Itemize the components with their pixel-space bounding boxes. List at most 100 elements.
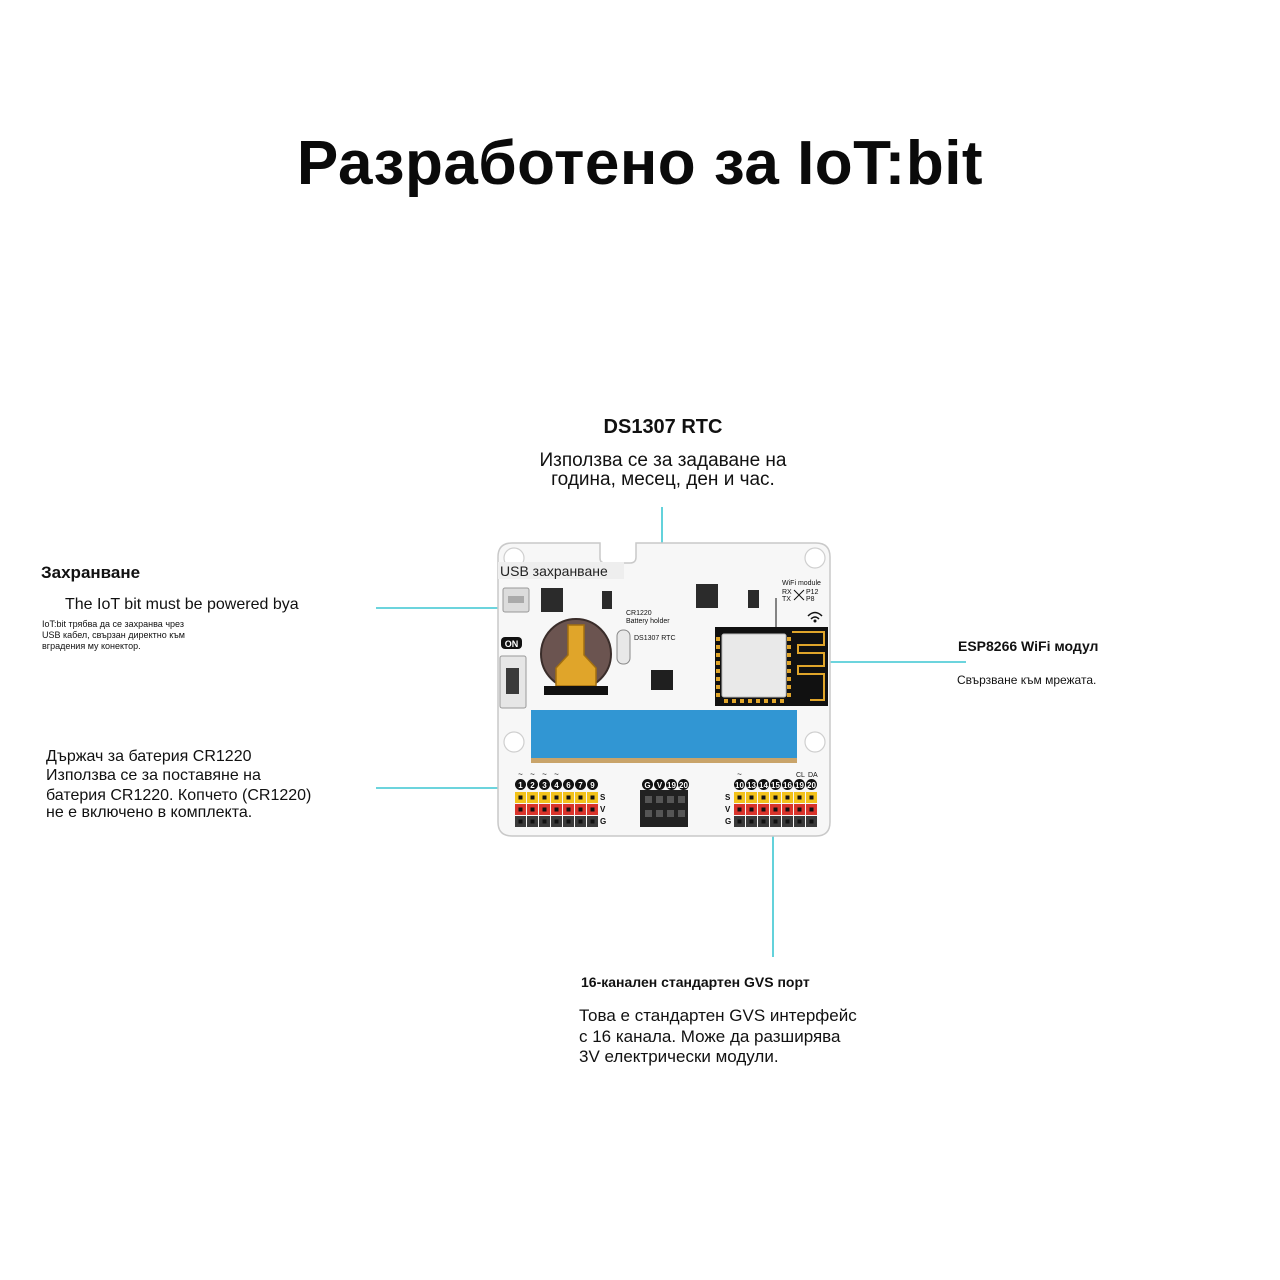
pin-hole <box>737 795 742 800</box>
power-switch-knob <box>506 668 519 694</box>
p12-label: P12 <box>806 589 819 596</box>
p8-label: P8 <box>806 596 815 603</box>
pin-hole <box>590 819 595 824</box>
pin-hole <box>542 807 547 812</box>
pin-number-label: 20 <box>807 781 816 790</box>
pin-hole <box>530 807 535 812</box>
pin-hole <box>566 819 571 824</box>
header-socket[interactable] <box>678 796 685 803</box>
ic-chip <box>748 590 759 608</box>
pin-hole <box>761 807 766 812</box>
header-socket[interactable] <box>656 796 663 803</box>
battery-desc-4: не е включено в комплекта. <box>46 804 253 821</box>
ic-chip <box>696 584 718 608</box>
pin-number-badge <box>734 779 745 790</box>
rtc-heading: DS1307 RTC <box>603 416 723 438</box>
battery-holder-label-1: CR1220 <box>626 610 652 617</box>
cl-label: CL <box>796 772 805 779</box>
esp-pad <box>716 685 720 689</box>
rtc-desc-2: година, месец, ден и час. <box>551 469 775 490</box>
pin-number-badge <box>746 779 757 790</box>
wifi-desc: Свързване към мрежата. <box>957 673 1097 687</box>
pin-number-badge <box>758 779 769 790</box>
row-label: G <box>725 817 731 826</box>
header-socket[interactable] <box>678 810 685 817</box>
ic-chip <box>541 588 563 612</box>
power-desc-3: вградения му конектор. <box>42 641 141 651</box>
header-socket[interactable] <box>645 796 652 803</box>
esp-pad <box>716 661 720 665</box>
pin-hole <box>542 795 547 800</box>
pwm-tilde: ~ <box>542 770 547 779</box>
row-label: V <box>725 805 731 814</box>
pin-number-label: 20 <box>679 781 688 790</box>
power-desc-2: USB кабел, свързан директно към <box>42 630 185 640</box>
esp-pad <box>787 685 791 689</box>
pwm-tilde: ~ <box>518 770 523 779</box>
gvs-desc-2: с 16 канала. Може да разширява <box>579 1027 841 1046</box>
pin-number-label: 4 <box>554 781 559 790</box>
crystal <box>616 629 631 665</box>
pin-hole <box>737 807 742 812</box>
usb-power-label: USB захранване <box>500 563 608 579</box>
page-title: Разработено за IoT:bit <box>296 129 984 198</box>
wifi-module-label: WiFi module <box>782 580 821 587</box>
pin-number-badge <box>666 779 677 790</box>
esp-pad <box>724 699 728 703</box>
rx-tx-cross <box>793 589 805 601</box>
pin-number-label: 3 <box>542 781 547 790</box>
esp-pad <box>716 637 720 641</box>
row-label: G <box>600 817 606 826</box>
pin-number-badge <box>654 779 665 790</box>
pwm-tilde: ~ <box>737 770 742 779</box>
rx-label: RX <box>782 589 792 596</box>
battery-desc-2: Използва се за поставяне на <box>46 767 261 784</box>
pin-number-badge <box>794 779 805 790</box>
pin-number-badge <box>782 779 793 790</box>
pin-number-badge <box>527 779 538 790</box>
pin-number-label: 7 <box>578 781 583 790</box>
da-label: DA <box>808 772 818 779</box>
power-subtitle: The IoT bit must be powered bya <box>65 596 299 613</box>
esp-pad <box>787 653 791 657</box>
battery-desc-3: батерия CR1220. Копчето (CR1220) <box>46 787 312 804</box>
wifi-icon <box>807 611 823 620</box>
tx-label: TX <box>782 596 791 603</box>
esp-pad <box>787 677 791 681</box>
pin-number-badge <box>539 779 550 790</box>
pwm-tilde: ~ <box>530 770 535 779</box>
pin-hole <box>761 819 766 824</box>
pin-number-label: 19 <box>667 781 676 790</box>
on-badge <box>501 637 522 649</box>
header-socket[interactable] <box>656 810 663 817</box>
header-socket[interactable] <box>667 810 674 817</box>
battery-desc-1: Държач за батерия CR1220 <box>46 748 252 765</box>
microbit-edge-connector <box>531 710 797 758</box>
wifi-heading: ESP8266 WiFi модул <box>958 638 1099 654</box>
pin-number-label: 15 <box>771 781 780 790</box>
microbit-edge-contacts <box>531 758 797 763</box>
pin-hole <box>530 819 535 824</box>
middle-header-body <box>640 790 688 827</box>
pin-hole <box>518 795 523 800</box>
pin-hole <box>590 807 595 812</box>
row-label: S <box>725 793 731 802</box>
pin-hole <box>809 807 814 812</box>
on-label: ON <box>505 639 519 649</box>
pin-hole <box>785 819 790 824</box>
pin-hole <box>773 795 778 800</box>
esp-pad <box>787 645 791 649</box>
esp-pad <box>732 699 736 703</box>
esp-pad <box>764 699 768 703</box>
pin-number-label: V <box>657 781 663 790</box>
power-desc-1: IoT:bit трябва да се захранва чрез <box>42 619 184 629</box>
header-socket[interactable] <box>667 796 674 803</box>
esp-pad <box>716 677 720 681</box>
header-socket[interactable] <box>645 810 652 817</box>
pin-number-label: 19 <box>795 781 804 790</box>
pin-hole <box>749 795 754 800</box>
pin-hole <box>809 819 814 824</box>
pin-number-badge <box>551 779 562 790</box>
